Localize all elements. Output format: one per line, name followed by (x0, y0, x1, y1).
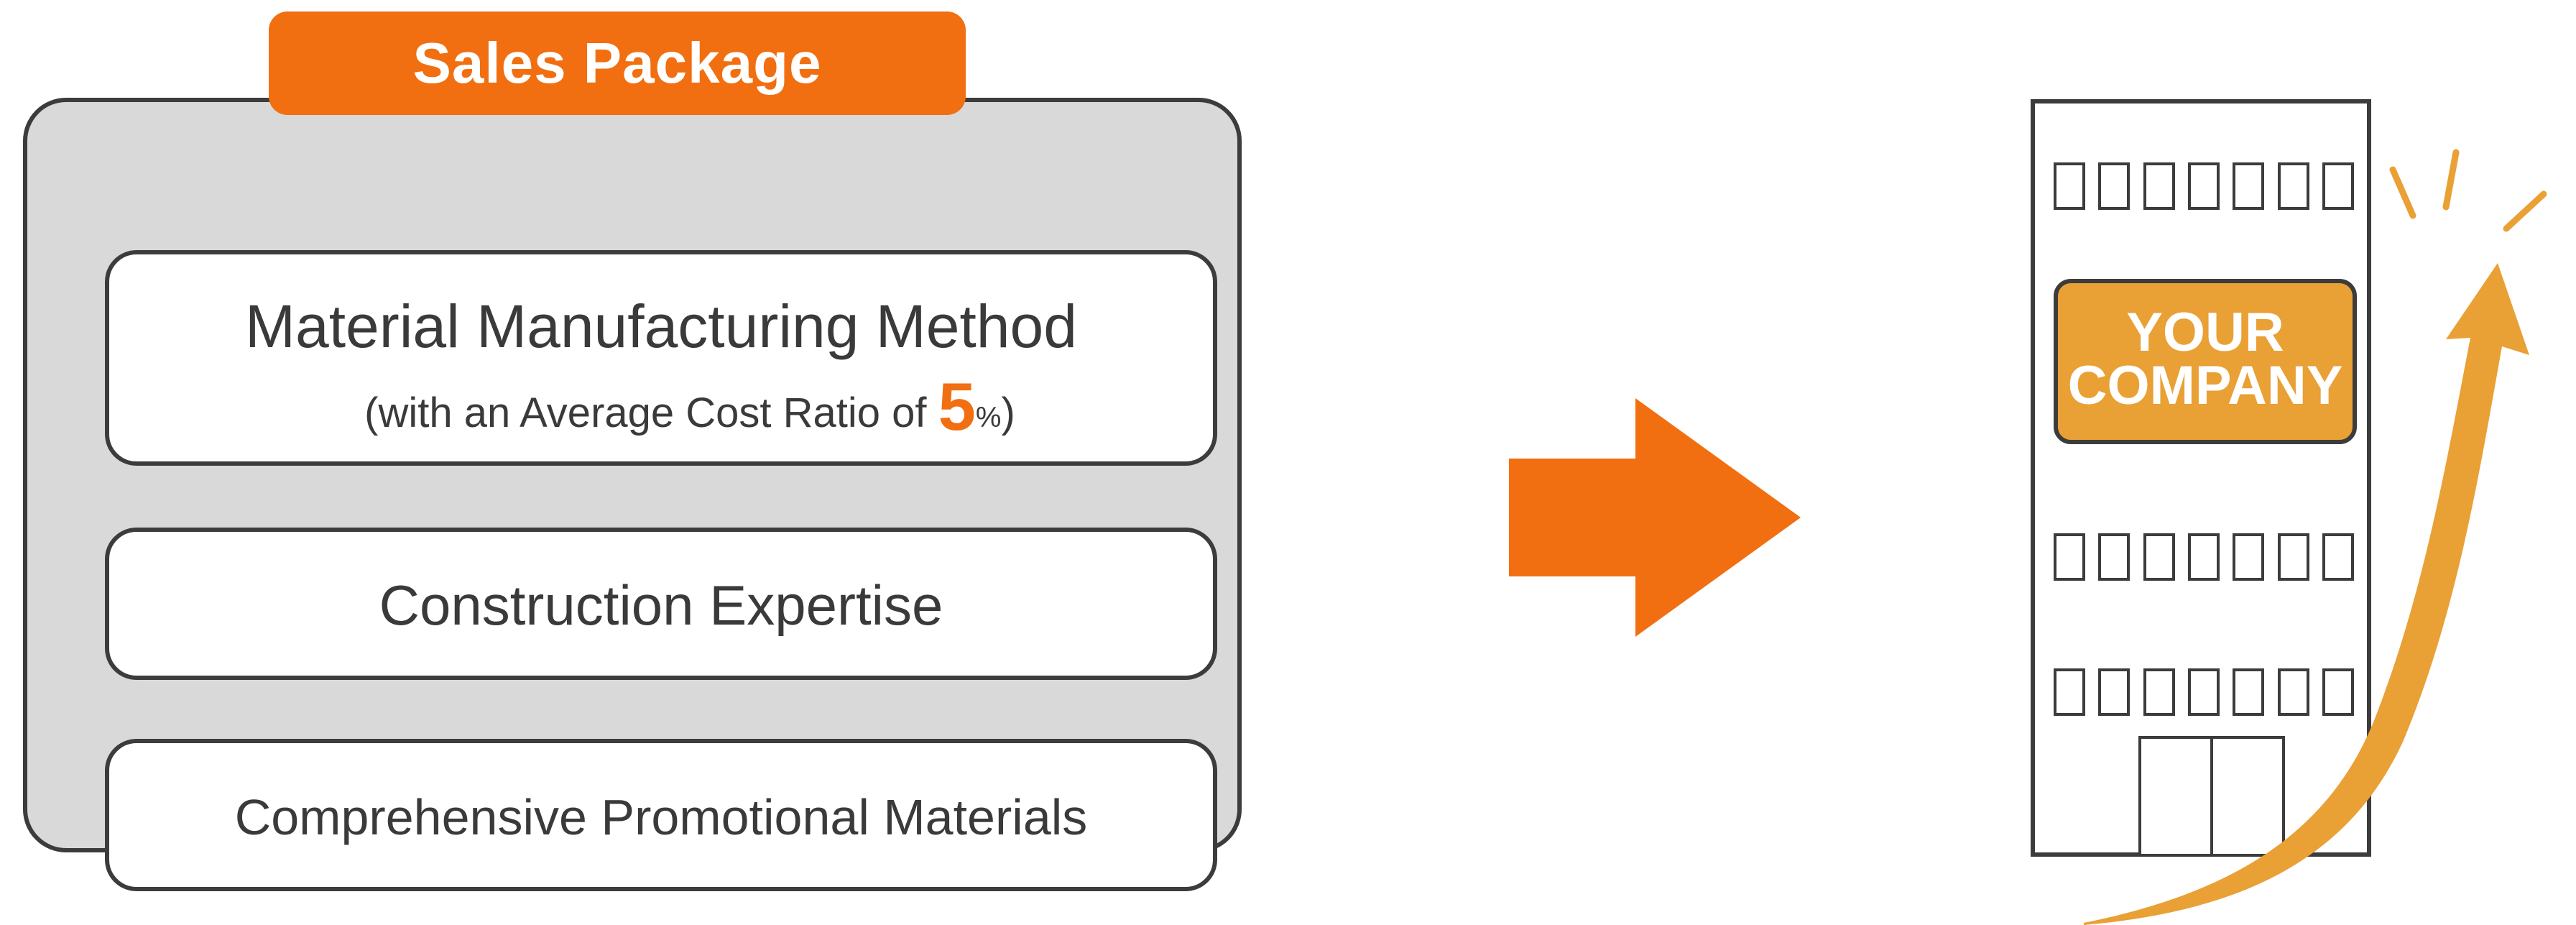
window-row (2054, 533, 2354, 584)
window (2233, 162, 2265, 210)
sales-package-panel: Material Manufacturing Method (with an A… (23, 98, 1242, 891)
window-row (2054, 162, 2354, 213)
window (2233, 668, 2265, 716)
window (2187, 162, 2220, 210)
window (2054, 668, 2085, 716)
package-item-label: Material Manufacturing Method (245, 293, 1077, 360)
package-item-material-method: Material Manufacturing Method (with an A… (105, 250, 1217, 466)
window (2098, 533, 2130, 581)
cost-ratio-suffix: ) (1001, 390, 1015, 436)
company-sign-line-1: YOUR (2126, 302, 2284, 363)
window (2143, 162, 2175, 210)
company-sign: YOUR COMPANY (2054, 279, 2357, 444)
package-item-label: Construction Expertise (379, 574, 943, 637)
cost-ratio-prefix: (with an Average Cost Ratio of (364, 390, 938, 436)
window (2143, 668, 2175, 716)
window (2098, 162, 2130, 210)
door-right (2210, 736, 2285, 857)
window (2054, 162, 2085, 210)
cost-ratio-note: (with an Average Cost Ratio of 5%) (109, 373, 1213, 446)
company-sign-line-2: COMPANY (2067, 355, 2343, 416)
window (2277, 162, 2309, 210)
window (2054, 533, 2085, 581)
window (2187, 533, 2220, 581)
package-item-label: Comprehensive Promotional Materials (234, 789, 1088, 845)
window-row (2054, 668, 2354, 719)
window (2098, 668, 2130, 716)
window (2277, 668, 2309, 716)
package-item-construction-expertise: Construction Expertise (105, 528, 1217, 680)
window (2233, 533, 2265, 581)
window (2322, 162, 2354, 210)
window (2322, 668, 2354, 716)
window (2322, 533, 2354, 581)
company-building: YOUR COMPANY (2031, 99, 2371, 857)
right-arrow-icon (1509, 398, 1801, 637)
door-left (2138, 736, 2213, 857)
sparkle-lines-icon (2389, 149, 2547, 232)
window (2277, 533, 2309, 581)
window (2143, 533, 2175, 581)
window (2187, 668, 2220, 716)
package-item-promotional-materials: Comprehensive Promotional Materials (105, 739, 1217, 891)
cost-ratio-unit: % (975, 402, 1002, 433)
cost-ratio-value: 5 (938, 369, 976, 444)
package-title: Sales Package (269, 11, 966, 115)
